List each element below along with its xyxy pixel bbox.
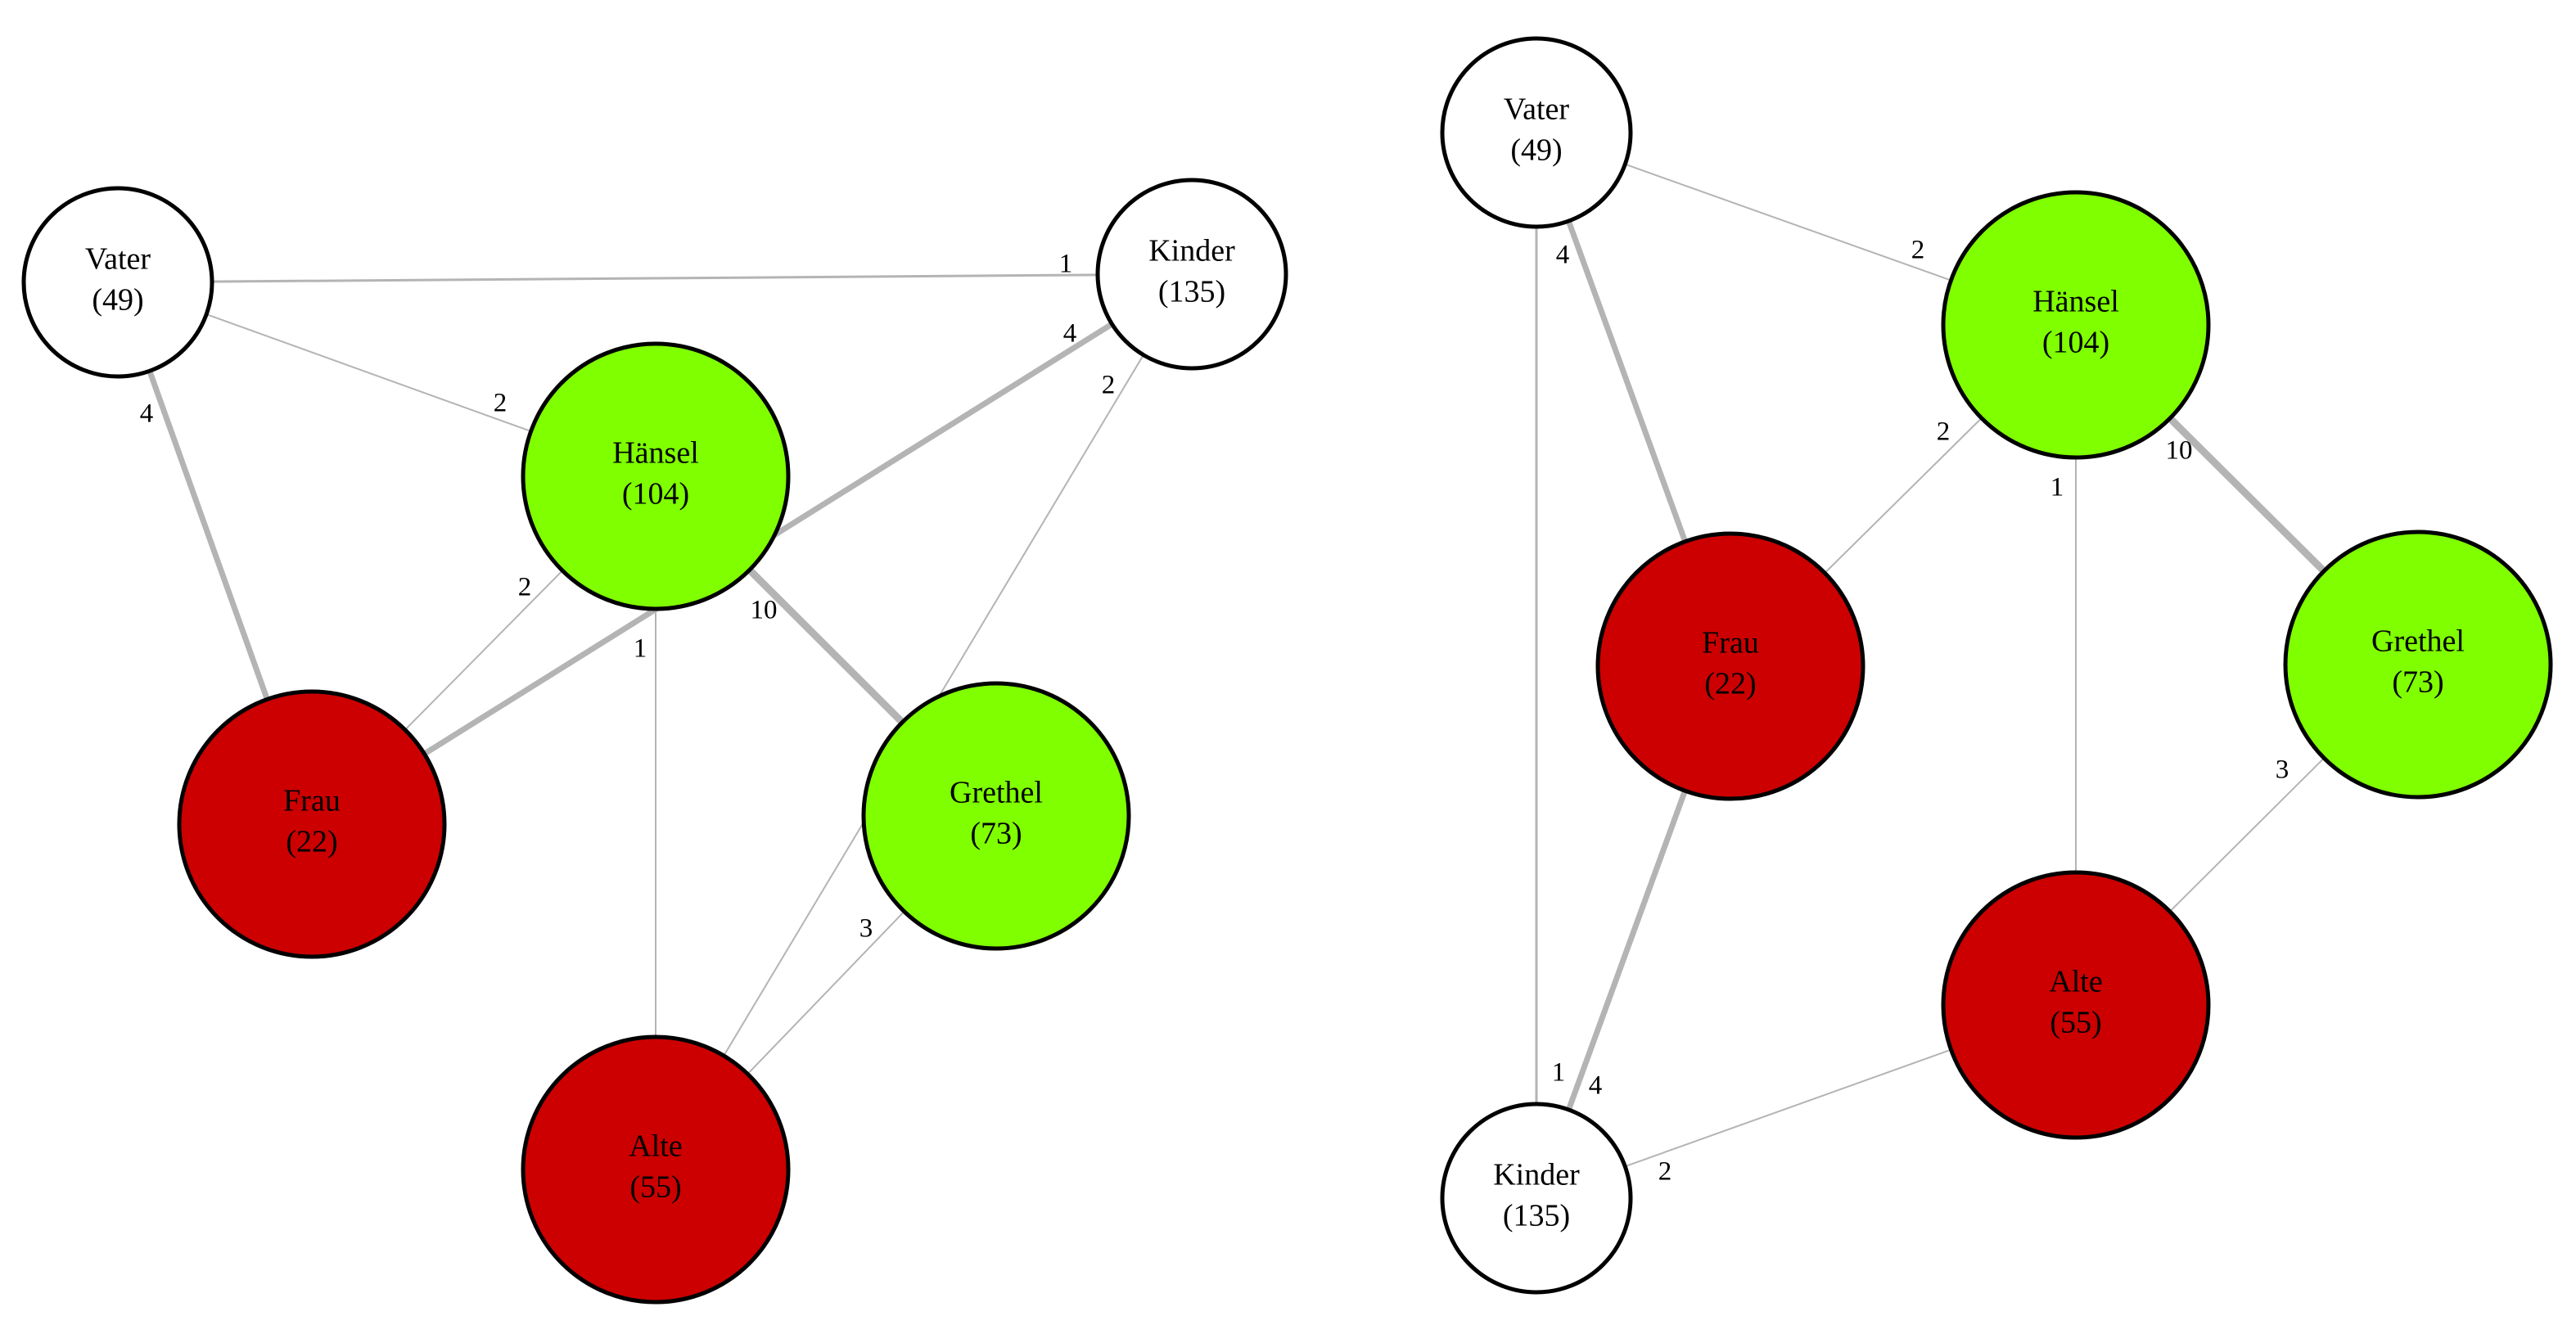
node-circle-kinder	[1095, 178, 1288, 371]
node-vater: Vater (49)	[21, 186, 214, 379]
node-count: (55)	[2050, 1006, 2101, 1040]
node-count: (104)	[622, 477, 689, 512]
node-circle-alte	[1941, 870, 2211, 1140]
node-name: Grethel	[950, 776, 1043, 810]
node-layer: Vater (49) Kinder (135) Hänsel (104) Frau (22) G…	[21, 178, 1288, 1305]
node-count: (135)	[1503, 1199, 1570, 1233]
node-grethel: Grethel (73)	[2283, 530, 2553, 800]
node-count: (55)	[629, 1170, 681, 1205]
edge-weight-label: 2	[1102, 371, 1116, 400]
node-count: (104)	[2042, 326, 2109, 360]
node-vater: Vater (49)	[1440, 36, 1633, 229]
node-alte: Alte (55)	[1941, 870, 2211, 1140]
node-name: Grethel	[2371, 624, 2465, 659]
edge-weight-label: 3	[859, 914, 873, 944]
node-name: Vater	[85, 242, 151, 277]
node-name: Hänsel	[612, 436, 699, 471]
edge-weight-label: 10	[751, 596, 778, 625]
node-count: (135)	[1158, 275, 1225, 309]
node-circle-grethel	[2283, 530, 2553, 800]
edge-weight-label: 2	[1937, 417, 1951, 447]
left-graph: Vater (49) Kinder (135) Hänsel (104) Frau (22) G…	[21, 178, 1288, 1305]
edge-vater-kinder	[117, 273, 1193, 284]
edge-weight-label: 1	[1552, 1058, 1566, 1088]
edge-weight-label: 4	[1589, 1071, 1603, 1101]
node-circle-vater	[21, 186, 214, 379]
node-circle-haensel	[1941, 190, 2211, 460]
edge-weight-label: 4	[1063, 319, 1077, 349]
edge-weight-label: 1	[634, 634, 647, 664]
node-circle-kinder	[1440, 1102, 1633, 1295]
node-circle-vater	[1440, 36, 1633, 229]
edge-weight-label: 10	[2166, 436, 2193, 466]
right-graph: Vater (49) Hänsel (104) Frau (22) Grethel (73) A…	[1440, 36, 2553, 1295]
node-circle-grethel	[861, 681, 1131, 951]
node-circle-frau	[177, 689, 447, 959]
edge-weight-label: 3	[2276, 755, 2290, 785]
node-name: Kinder	[1493, 1158, 1580, 1192]
node-circle-haensel	[521, 341, 791, 611]
node-alte: Alte (55)	[521, 1034, 791, 1305]
edge-weight-label: 1	[2050, 473, 2064, 503]
edge-weight-label: 2	[1911, 236, 1925, 265]
node-kinder: Kinder (135)	[1440, 1102, 1633, 1295]
node-name: Hänsel	[2032, 285, 2119, 319]
node-frau: Frau (22)	[177, 689, 447, 959]
edge-weight-label: 4	[140, 399, 154, 429]
node-name: Vater	[1504, 92, 1570, 127]
edge-weight-label: 1	[1059, 250, 1073, 279]
node-haensel: Hänsel (104)	[521, 341, 791, 611]
node-layer: Vater (49) Hänsel (104) Frau (22) Grethel (73) A…	[1440, 36, 2553, 1295]
edge-weight-label: 2	[1658, 1157, 1672, 1187]
node-name: Frau	[1702, 626, 1759, 660]
node-count: (49)	[1510, 133, 1562, 168]
node-circle-frau	[1595, 531, 1865, 801]
node-name: Alte	[629, 1129, 682, 1164]
node-count: (73)	[2392, 665, 2443, 700]
node-circle-alte	[521, 1034, 791, 1305]
node-count: (49)	[92, 283, 143, 318]
edge-weight-label: 2	[518, 573, 532, 602]
node-grethel: Grethel (73)	[861, 681, 1131, 951]
node-name: Frau	[283, 784, 341, 818]
node-name: Kinder	[1148, 234, 1235, 268]
node-count: (73)	[970, 817, 1022, 851]
node-name: Alte	[2049, 965, 2102, 999]
node-kinder: Kinder (135)	[1095, 178, 1288, 371]
node-frau: Frau (22)	[1595, 531, 1865, 801]
edge-weight-label: 4	[1556, 241, 1570, 270]
edge-weight-label: 2	[494, 389, 508, 418]
node-count: (22)	[1704, 667, 1756, 701]
node-count: (22)	[286, 825, 337, 859]
node-haensel: Hänsel (104)	[1941, 190, 2211, 460]
